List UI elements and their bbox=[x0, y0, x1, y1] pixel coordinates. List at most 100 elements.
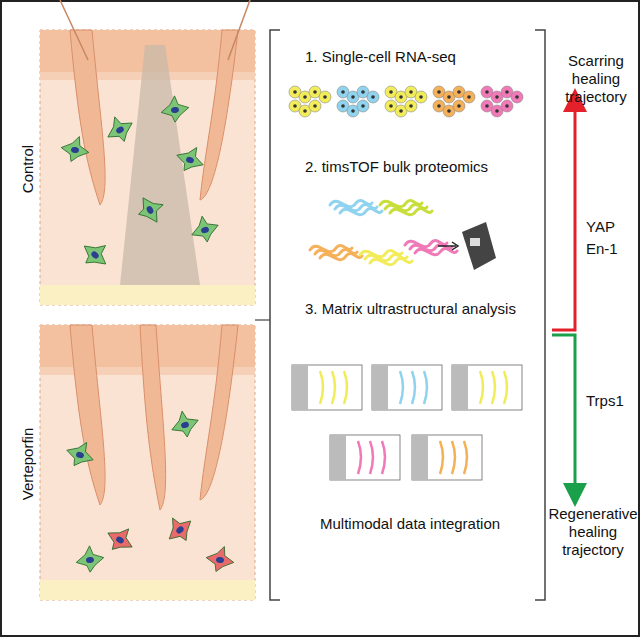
art-stroke bbox=[399, 95, 403, 99]
art-stroke bbox=[102, 521, 139, 558]
art-stroke bbox=[341, 90, 345, 94]
art-stroke bbox=[370, 258, 412, 264]
art-stroke bbox=[492, 371, 495, 404]
art-stroke bbox=[370, 441, 373, 474]
art-stroke bbox=[59, 134, 91, 164]
art-stroke bbox=[313, 104, 317, 108]
art-stroke bbox=[357, 100, 369, 112]
art-stroke bbox=[101, 111, 138, 148]
gene-label: YAP bbox=[586, 218, 615, 236]
art-stroke bbox=[501, 100, 513, 112]
art-stroke bbox=[447, 95, 451, 99]
step-label: 1. Single-cell RNA-seq bbox=[305, 48, 456, 66]
art-stroke bbox=[102, 521, 139, 558]
art-stroke bbox=[437, 104, 441, 108]
art-stroke bbox=[419, 95, 423, 99]
art-stroke bbox=[511, 91, 523, 103]
art-stroke bbox=[330, 435, 400, 480]
art-stroke bbox=[367, 91, 379, 103]
art-stroke bbox=[86, 556, 95, 563]
group-label: Verteporfin bbox=[19, 424, 37, 504]
art-stroke bbox=[361, 90, 365, 94]
step-label: 3. Matrix ultrastructural analysis bbox=[305, 300, 516, 318]
art-stroke bbox=[505, 104, 509, 108]
art-stroke bbox=[457, 104, 461, 108]
art-stroke bbox=[167, 407, 202, 441]
art-stroke bbox=[358, 441, 361, 474]
art-stroke bbox=[59, 134, 91, 164]
art-stroke bbox=[452, 365, 522, 410]
art-stroke bbox=[341, 104, 345, 108]
art-stroke bbox=[452, 441, 455, 474]
art-stroke bbox=[340, 208, 382, 214]
art-stroke bbox=[323, 95, 327, 99]
art-stroke bbox=[415, 91, 427, 103]
art-stroke bbox=[185, 156, 195, 164]
art-stroke bbox=[303, 95, 307, 99]
art-stroke bbox=[344, 371, 347, 404]
verteporfin-skin bbox=[40, 325, 255, 600]
art-stroke bbox=[133, 191, 170, 228]
art-stroke bbox=[171, 106, 180, 113]
art-stroke bbox=[71, 146, 80, 153]
art-stroke bbox=[515, 95, 519, 99]
gene-label: Trps1 bbox=[586, 392, 624, 410]
art-stroke bbox=[77, 235, 115, 273]
outcome-label: Scarring healing trajectory bbox=[556, 52, 636, 106]
art-stroke bbox=[485, 90, 489, 94]
art-stroke bbox=[372, 365, 388, 410]
art-stroke bbox=[187, 212, 222, 246]
art-stroke bbox=[320, 253, 362, 259]
art-stroke bbox=[371, 95, 375, 99]
art-stroke bbox=[133, 191, 170, 228]
art-stroke bbox=[90, 250, 100, 260]
art-stroke bbox=[293, 90, 297, 94]
art-stroke bbox=[415, 248, 457, 254]
art-stroke bbox=[167, 407, 202, 441]
art-stroke bbox=[424, 371, 427, 404]
art-stroke bbox=[351, 109, 355, 113]
art-stroke bbox=[495, 109, 499, 113]
art-stroke bbox=[292, 365, 362, 410]
art-stroke bbox=[464, 441, 467, 474]
art-stroke bbox=[160, 510, 198, 548]
art-stroke bbox=[485, 104, 489, 108]
art-stroke bbox=[390, 208, 432, 214]
art-stroke bbox=[405, 100, 417, 112]
art-stroke bbox=[159, 94, 191, 124]
art-stroke bbox=[204, 544, 236, 574]
art-stroke bbox=[505, 90, 509, 94]
art-stroke bbox=[173, 142, 208, 176]
control-skin bbox=[40, 0, 255, 305]
art-stroke bbox=[351, 95, 355, 99]
art-stroke bbox=[180, 421, 190, 429]
step-label: 2. timsTOF bulk proteomics bbox=[305, 158, 488, 176]
art-stroke bbox=[303, 109, 307, 113]
art-stroke bbox=[115, 535, 125, 544]
art-stroke bbox=[145, 205, 154, 215]
art-stroke bbox=[175, 525, 185, 535]
group-label: Control bbox=[19, 129, 37, 209]
art-stroke bbox=[74, 544, 106, 574]
art-stroke bbox=[309, 100, 321, 112]
art-stroke bbox=[204, 544, 236, 574]
art-stroke bbox=[216, 556, 225, 563]
art-stroke bbox=[495, 95, 499, 99]
art-stroke bbox=[63, 437, 98, 471]
art-stroke bbox=[319, 91, 331, 103]
art-stroke bbox=[292, 365, 308, 410]
gene-label: En-1 bbox=[586, 240, 618, 258]
art-stroke bbox=[187, 212, 222, 246]
art-stroke bbox=[63, 437, 98, 471]
art-stroke bbox=[389, 90, 393, 94]
art-stroke bbox=[382, 441, 385, 474]
art-stroke bbox=[437, 90, 441, 94]
art-stroke bbox=[389, 104, 393, 108]
outcome-label: Regenerative healing trajectory bbox=[548, 505, 638, 559]
art-stroke bbox=[412, 371, 415, 404]
art-stroke bbox=[77, 235, 115, 273]
art-stroke bbox=[504, 371, 507, 404]
mass-spec bbox=[438, 222, 496, 270]
art-stroke bbox=[293, 104, 297, 108]
art-stroke bbox=[173, 142, 208, 176]
